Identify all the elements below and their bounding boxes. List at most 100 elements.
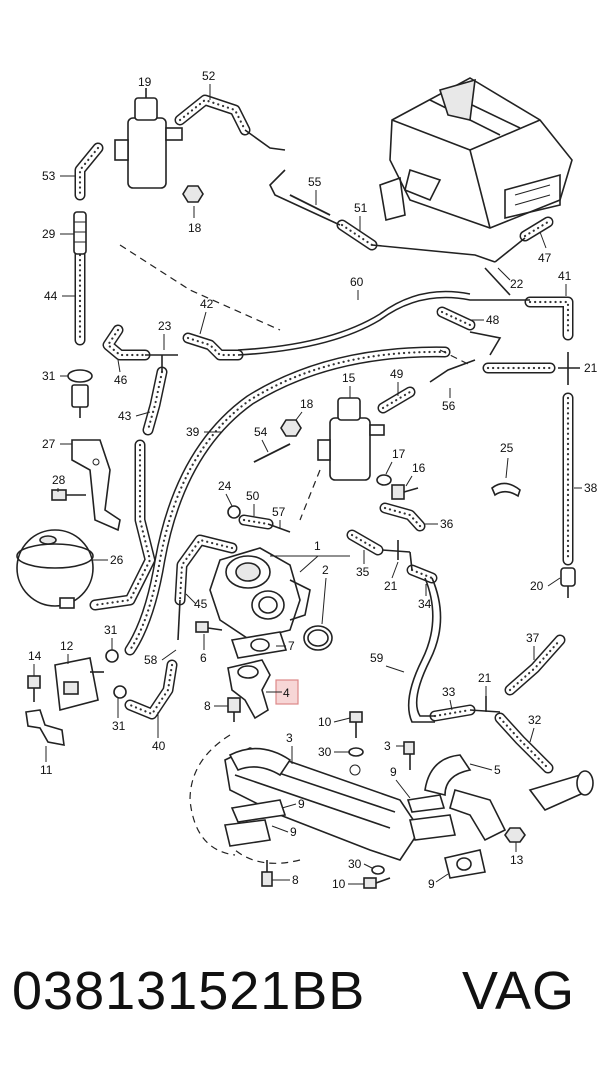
bolt-14 xyxy=(27,675,41,702)
clamp-25 xyxy=(491,482,521,498)
vacuum-hoses xyxy=(74,94,574,774)
callout-34: 34 xyxy=(418,597,432,611)
callout-31c: 31 xyxy=(112,719,126,733)
callout-38: 38 xyxy=(584,481,598,495)
clip-24 xyxy=(227,505,241,519)
callout-18: 18 xyxy=(188,221,202,235)
brand-name: VAG xyxy=(462,961,576,1021)
callout-51: 51 xyxy=(354,201,368,215)
callout-58: 58 xyxy=(144,653,158,667)
callout-3: 3 xyxy=(286,731,293,745)
egr-cooler-3 xyxy=(224,747,421,861)
clip-31b xyxy=(105,649,127,699)
bolt-6 xyxy=(195,621,223,633)
seal-ring-2 xyxy=(303,625,333,651)
callout-37: 37 xyxy=(526,631,540,645)
egr-valve-1 xyxy=(209,547,311,641)
vacuum-valve-19 xyxy=(114,88,183,189)
bracket-11 xyxy=(25,709,65,746)
callout-5: 5 xyxy=(494,763,501,777)
gaskets-9 xyxy=(224,794,486,879)
callout-31: 31 xyxy=(42,369,56,383)
callout-13: 13 xyxy=(510,853,524,867)
callout-45: 45 xyxy=(194,597,208,611)
part-number: 038131521BB xyxy=(12,961,366,1021)
callout-50: 50 xyxy=(246,489,260,503)
callout-27: 27 xyxy=(42,437,56,451)
bolt-8 xyxy=(227,697,241,722)
callout-32: 32 xyxy=(528,713,542,727)
guide-lines xyxy=(119,244,471,864)
callout-33: 33 xyxy=(442,685,456,699)
callout-6: 6 xyxy=(200,651,207,665)
callout-22: 22 xyxy=(510,277,524,291)
callout-1: 1 xyxy=(314,539,321,553)
callout-21c: 21 xyxy=(478,671,492,685)
callout-21: 21 xyxy=(584,361,598,375)
callout-24: 24 xyxy=(218,479,232,493)
callout-9c: 9 xyxy=(428,877,435,891)
callout-11: 11 xyxy=(40,763,53,777)
callout-43: 43 xyxy=(118,409,132,423)
callout-16: 16 xyxy=(412,461,426,475)
callout-29: 29 xyxy=(42,227,56,241)
callout-7: 7 xyxy=(288,639,295,653)
parts-diagram: 19 52 53 18 55 51 29 47 22 44 41 60 42 2… xyxy=(16,69,598,891)
callout-54: 54 xyxy=(254,425,268,439)
callout-26: 26 xyxy=(110,553,124,567)
vacuum-reservoir-26 xyxy=(16,529,94,609)
vacuum-valve-15 xyxy=(317,397,385,481)
footer: 038131521BB VAG xyxy=(0,950,600,1050)
callout-42: 42 xyxy=(200,297,214,311)
callout-20: 20 xyxy=(530,579,544,593)
air-filter-housing xyxy=(379,77,573,229)
bracket-27 xyxy=(71,439,121,532)
callout-3b: 3 xyxy=(384,739,391,753)
callout-19: 19 xyxy=(138,75,152,89)
valve-32 xyxy=(528,770,594,811)
callout-2: 2 xyxy=(322,563,329,577)
callout-4: 4 xyxy=(283,686,290,700)
callout-30: 30 xyxy=(318,745,332,759)
solenoid-12 xyxy=(54,657,104,712)
callout-9d: 9 xyxy=(298,797,305,811)
callout-31b: 31 xyxy=(104,623,118,637)
callout-56: 56 xyxy=(442,399,456,413)
callout-14: 14 xyxy=(28,649,42,663)
connector-20 xyxy=(560,567,576,587)
filter-31 xyxy=(67,369,93,418)
callout-57: 57 xyxy=(272,505,286,519)
callout-52: 52 xyxy=(202,69,216,83)
callout-25: 25 xyxy=(500,441,514,455)
callout-9: 9 xyxy=(390,765,397,779)
bolt-16 xyxy=(391,484,419,500)
callout-18b: 18 xyxy=(300,397,314,411)
callout-39: 39 xyxy=(186,425,200,439)
callout-30b: 30 xyxy=(348,857,362,871)
connector-29 xyxy=(73,211,87,255)
callout-53: 53 xyxy=(42,169,56,183)
pipe-lines xyxy=(177,129,569,723)
callout-47: 47 xyxy=(538,251,552,265)
callout-17: 17 xyxy=(392,447,406,461)
callout-21b: 21 xyxy=(384,579,398,593)
callout-10b: 10 xyxy=(332,877,346,891)
callout-36: 36 xyxy=(440,517,454,531)
nut-18 xyxy=(182,185,204,203)
nut-13 xyxy=(504,827,526,843)
callout-8b: 8 xyxy=(292,873,299,887)
callout-55: 55 xyxy=(308,175,322,189)
t-piece-23 xyxy=(145,354,178,372)
nut-18b xyxy=(280,419,302,437)
callout-9b: 9 xyxy=(290,825,297,839)
callout-59: 59 xyxy=(370,651,384,665)
gasket-7 xyxy=(230,631,288,659)
callout-35: 35 xyxy=(356,565,370,579)
callout-23: 23 xyxy=(158,319,172,333)
callout-15: 15 xyxy=(342,371,356,385)
callout-28: 28 xyxy=(52,473,66,487)
bolt-28 xyxy=(51,489,86,501)
callout-12: 12 xyxy=(60,639,74,653)
bolts-10 xyxy=(261,711,415,889)
callout-46: 46 xyxy=(114,373,128,387)
